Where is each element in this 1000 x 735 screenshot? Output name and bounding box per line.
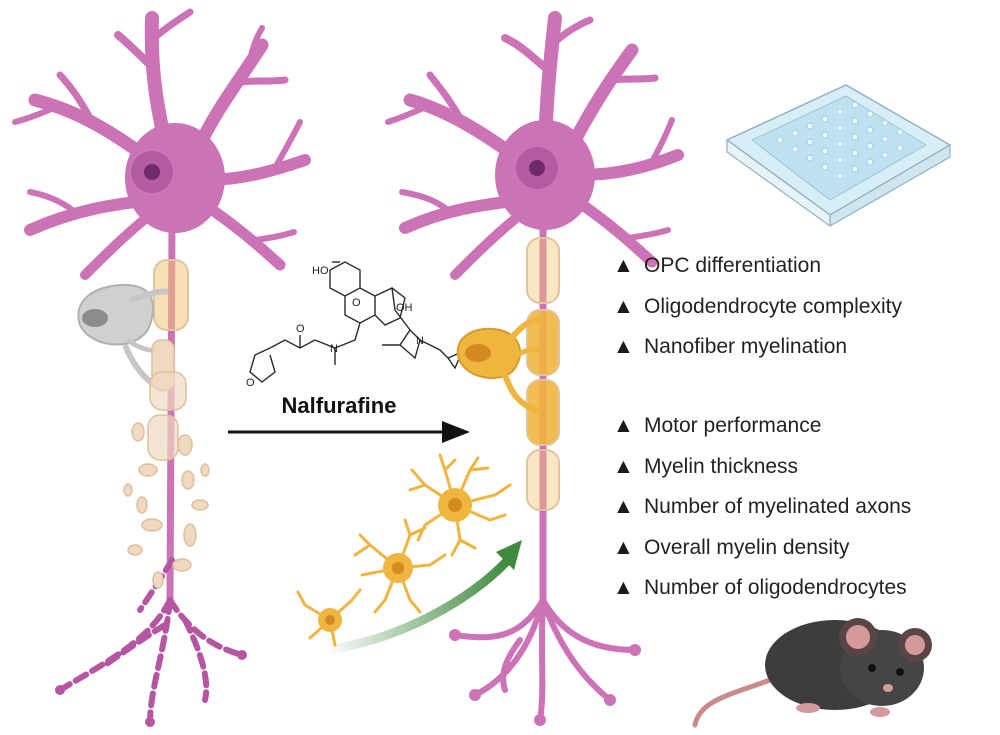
structure-atom-labels: HO OH O O O N N	[246, 265, 424, 389]
increase-triangle-icon: ▲	[613, 414, 634, 437]
mouse-eye	[868, 664, 876, 672]
in-vitro-effects-list: ▲ OPC differentiation ▲ Oligodendrocyte co…	[613, 246, 902, 368]
myelin-debris	[123, 339, 210, 589]
effect-item: ▲ Oligodendrocyte complexity	[613, 287, 902, 328]
increase-triangle-icon: ▲	[613, 535, 634, 559]
effect-label: OPC differentiation	[644, 254, 822, 277]
increase-triangle-icon: ▲	[613, 576, 634, 599]
effect-item: ▲ Number of oligodendrocytes	[613, 568, 911, 609]
atom-label-ring-o: O	[352, 297, 361, 309]
demyelinated-neuron	[12, 8, 311, 727]
increase-triangle-icon: ▲	[613, 254, 634, 277]
treatment-arrow	[228, 421, 470, 443]
atom-label-ring-n: N	[416, 335, 424, 347]
oligodendrocyte-precursor-cells	[296, 453, 512, 647]
left-soma	[125, 123, 225, 233]
effect-label: Oligodendrocyte complexity	[644, 294, 902, 318]
opc-small	[296, 588, 362, 647]
well-plate-illustration	[725, 84, 952, 228]
effect-item: ▲ Overall myelin density	[613, 528, 911, 569]
right-nucleolus	[529, 160, 545, 176]
atom-label-ho: HO	[312, 265, 329, 277]
effect-label: Overall myelin density	[644, 535, 850, 559]
mouse-illustration	[692, 618, 932, 728]
differentiation-arrow	[320, 540, 522, 655]
nalfurafine-structure	[249, 261, 464, 383]
effect-item: ▲ Myelin thickness	[613, 447, 911, 488]
right-axon-terminals	[452, 597, 638, 723]
in-vivo-effects-list: ▲ Motor performance ▲ Myelin thickness ▲ Nu…	[613, 406, 911, 609]
drug-name-label: Nalfurafine	[282, 393, 397, 418]
left-nucleolus	[144, 164, 160, 180]
effect-label: Nanofiber myelination	[644, 335, 848, 358]
effect-item: ▲ Motor performance	[613, 406, 911, 447]
effect-item: ▲ OPC differentiation	[613, 246, 902, 287]
increase-triangle-icon: ▲	[613, 495, 634, 518]
effect-label: Motor performance	[644, 414, 822, 437]
mouse-tail	[692, 677, 773, 728]
effect-item: ▲ Nanofiber myelination	[613, 327, 902, 368]
mouse-foot	[796, 703, 820, 713]
opc-large	[408, 453, 512, 557]
atom-label-carbonyl-o: O	[296, 323, 305, 335]
effect-item: ▲ Number of myelinated axons	[613, 487, 911, 528]
mouse-nose	[883, 684, 893, 692]
remyelinated-neuron	[385, 11, 684, 726]
atom-label-furan-o: O	[246, 377, 255, 389]
left-fragmented-terminals	[57, 557, 245, 725]
well-plate-wells	[776, 101, 904, 180]
opc-medium	[353, 518, 447, 614]
atom-label-amide-n: N	[330, 343, 338, 355]
increase-triangle-icon: ▲	[613, 454, 634, 478]
left-myelin-sheath	[153, 259, 189, 331]
effect-label: Number of myelinated axons	[644, 495, 912, 518]
myelinating-oligodendrocyte	[456, 317, 542, 415]
atom-label-oh: OH	[396, 302, 413, 314]
effect-label: Myelin thickness	[644, 454, 799, 478]
increase-triangle-icon: ▲	[613, 294, 634, 318]
right-myelin-sheaths	[526, 237, 560, 511]
increase-triangle-icon: ▲	[613, 335, 634, 358]
effect-label: Number of oligodendrocytes	[644, 576, 907, 599]
